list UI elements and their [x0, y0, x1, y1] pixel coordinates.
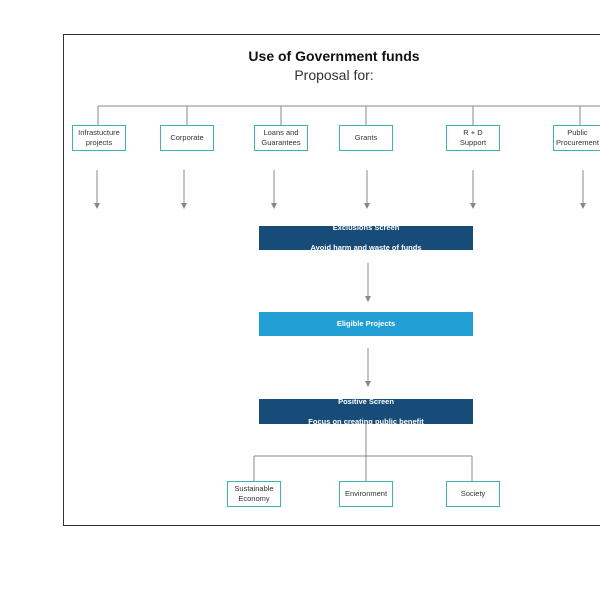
diagram-title: Use of Government funds — [248, 48, 420, 64]
eligible-projects-bar: Eligible Projects — [259, 312, 473, 336]
positive-title: Positive Screen — [338, 396, 394, 406]
exclusions-subtitle: Avoid harm and waste of funds — [310, 243, 422, 252]
positive-subtitle: Focus on creating public benefit — [308, 416, 424, 426]
source-box-grants: Grants — [339, 125, 393, 151]
source-box-infrastructure: Infrastucture projects — [72, 125, 126, 151]
outcome-box-society: Society — [446, 481, 500, 507]
eligible-label: Eligible Projects — [336, 319, 396, 328]
diagram-frame — [63, 34, 600, 526]
source-box-loans: Loans and Guarantees — [254, 125, 308, 151]
source-box-procurement: Public Procurement — [553, 125, 600, 151]
outcome-box-environment: Environment — [339, 481, 393, 507]
exclusions-title: Exclusions Screen — [332, 223, 400, 232]
exclusions-screen-bar: Exclusions Screen Avoid harm and waste o… — [259, 223, 473, 252]
source-box-corporate: Corporate — [160, 125, 214, 151]
source-box-rd: R + D Support — [446, 125, 500, 151]
positive-screen-bar: Positive Screen Focus on creating public… — [259, 396, 473, 426]
diagram-subtitle: Proposal for: — [294, 67, 374, 83]
outcome-box-sustainable-economy: Sustainable Economy — [227, 481, 281, 507]
